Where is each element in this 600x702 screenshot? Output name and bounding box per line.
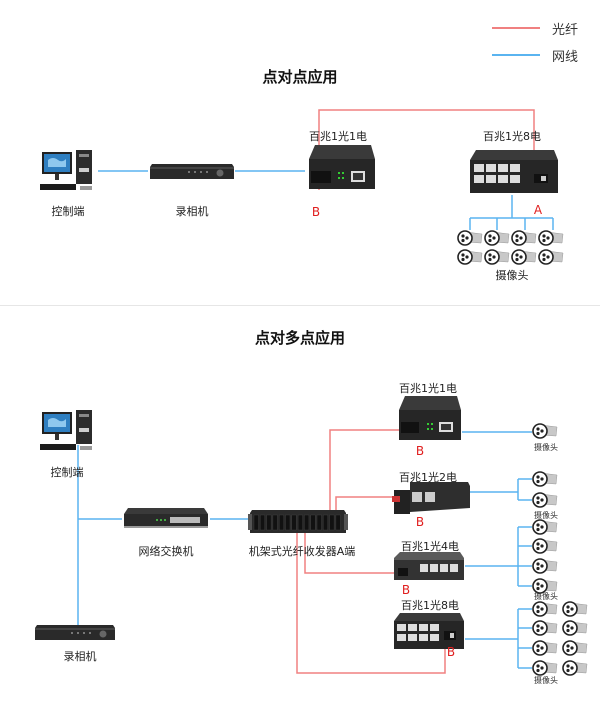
mark-b-c8: B [446,645,456,659]
pc-label-2: 控制端 [50,466,84,479]
camera-c4-4 [532,577,558,599]
converter-1-2-icon [392,482,472,514]
mark-b-c4: B [401,583,411,597]
cameras-label-p2p: 摄像头 [495,269,529,282]
cameras-label-c4: 摄像头 [534,592,558,601]
switch-icon [122,508,210,530]
mark-a-p2p: A [533,203,543,217]
camera-icon [538,230,564,246]
camera-c8-6 [562,639,588,661]
mark-b-p2p: B [311,205,321,219]
pc-icon [38,150,98,195]
converter-1-8-label-2: 百兆1光8电 [401,599,459,612]
converter-1-2-label: 百兆1光2电 [399,471,457,484]
camera-c8-5 [532,639,558,661]
camera-icon [484,230,510,246]
pc-label: 控制端 [51,205,85,218]
pc-icon-2 [38,410,98,455]
camera-c8-8 [562,659,588,681]
fiber-to-c4 [304,530,400,574]
cameras-label-c8: 摄像头 [534,676,558,685]
converter-1-4-label: 百兆1光4电 [401,540,459,553]
cameras-label-c1: 摄像头 [534,443,558,452]
fiber-to-c8 [296,530,446,674]
converter-1-1-label-2: 百兆1光1电 [399,382,457,395]
camera-c8-4 [562,619,588,641]
camera-c8-1 [532,600,558,622]
nvr-label: 录相机 [175,205,209,218]
converter-1-1-icon-2 [397,396,463,442]
camera-icon [457,230,483,246]
camera-c2-1 [532,470,558,492]
camera-c8-3 [532,619,558,641]
converter-1-1-label: 百兆1光1电 [309,130,367,143]
converter-1-8-label: 百兆1光8电 [483,130,541,143]
cameras-label-c2: 摄像头 [534,511,558,520]
switch-label: 网络交换机 [138,545,194,558]
legend-cable-label: 网线 [552,50,579,65]
camera-c4-2 [532,537,558,559]
camera-icon [511,249,537,265]
converter-1-4-icon [392,552,466,582]
converter-1-8-icon [468,150,560,195]
rack-label: 机架式光纤收发器A端 [248,545,356,558]
camera-c4-1 [532,518,558,540]
mark-b-c2: B [415,515,425,529]
camera-icon [511,230,537,246]
legend-cable-line [492,54,540,56]
camera-c1 [532,422,558,444]
legend-fiber-label: 光纤 [552,23,579,38]
camera-icon [484,249,510,265]
nvr-icon-2 [33,623,117,643]
mark-b-c1: B [415,444,425,458]
section-divider [0,305,600,306]
section1-title: 点对点应用 [262,68,338,86]
converter-1-8-icon-2 [392,613,466,651]
nvr-icon [148,162,236,182]
camera-icon [457,249,483,265]
nvr-label-2: 录相机 [63,650,97,663]
fiber-to-c1 [329,429,405,512]
camera-c8-2 [562,600,588,622]
camera-c8-7 [532,659,558,681]
legend-fiber-line [492,27,540,29]
fiber-to-c2 [335,496,398,512]
camera-icon [538,249,564,265]
rack-icon [248,510,348,534]
camera-c2-2 [532,491,558,513]
camera-c4-3 [532,557,558,579]
converter-1-1-icon [305,145,377,193]
section2-title: 点对多点应用 [254,329,346,347]
camera-group-p2p [455,228,565,266]
